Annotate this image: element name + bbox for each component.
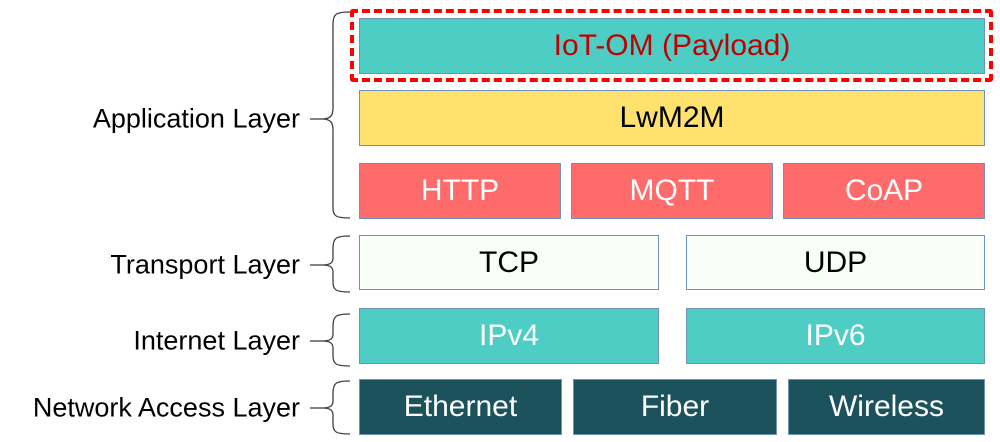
coap-block: CoAP (783, 163, 985, 219)
tcp-block: TCP (359, 235, 659, 290)
wireless-block: Wireless (788, 379, 985, 435)
transport-layer-label: Transport Layer (110, 249, 300, 280)
iot-om-payload-block: IoT-OM (Payload) (359, 18, 985, 74)
mqtt-block: MQTT (571, 163, 773, 219)
fiber-block: Fiber (573, 379, 777, 435)
http-block: HTTP (359, 163, 561, 219)
lwm2m-block: LwM2M (359, 90, 985, 146)
application-layer-label: Application Layer (92, 103, 300, 134)
ipv4-block: IPv4 (359, 308, 659, 364)
ethernet-block: Ethernet (359, 379, 562, 435)
brace-network-access-layer (321, 380, 351, 435)
network-access-layer-label: Network Access Layer (32, 392, 300, 423)
udp-block: UDP (686, 235, 985, 290)
brace-application-layer (321, 11, 351, 219)
ipv6-block: IPv6 (686, 308, 985, 364)
internet-layer-label: Internet Layer (133, 325, 300, 356)
brace-transport-layer (321, 235, 351, 293)
payload-highlight-outline (350, 9, 993, 82)
brace-internet-layer (321, 313, 351, 367)
